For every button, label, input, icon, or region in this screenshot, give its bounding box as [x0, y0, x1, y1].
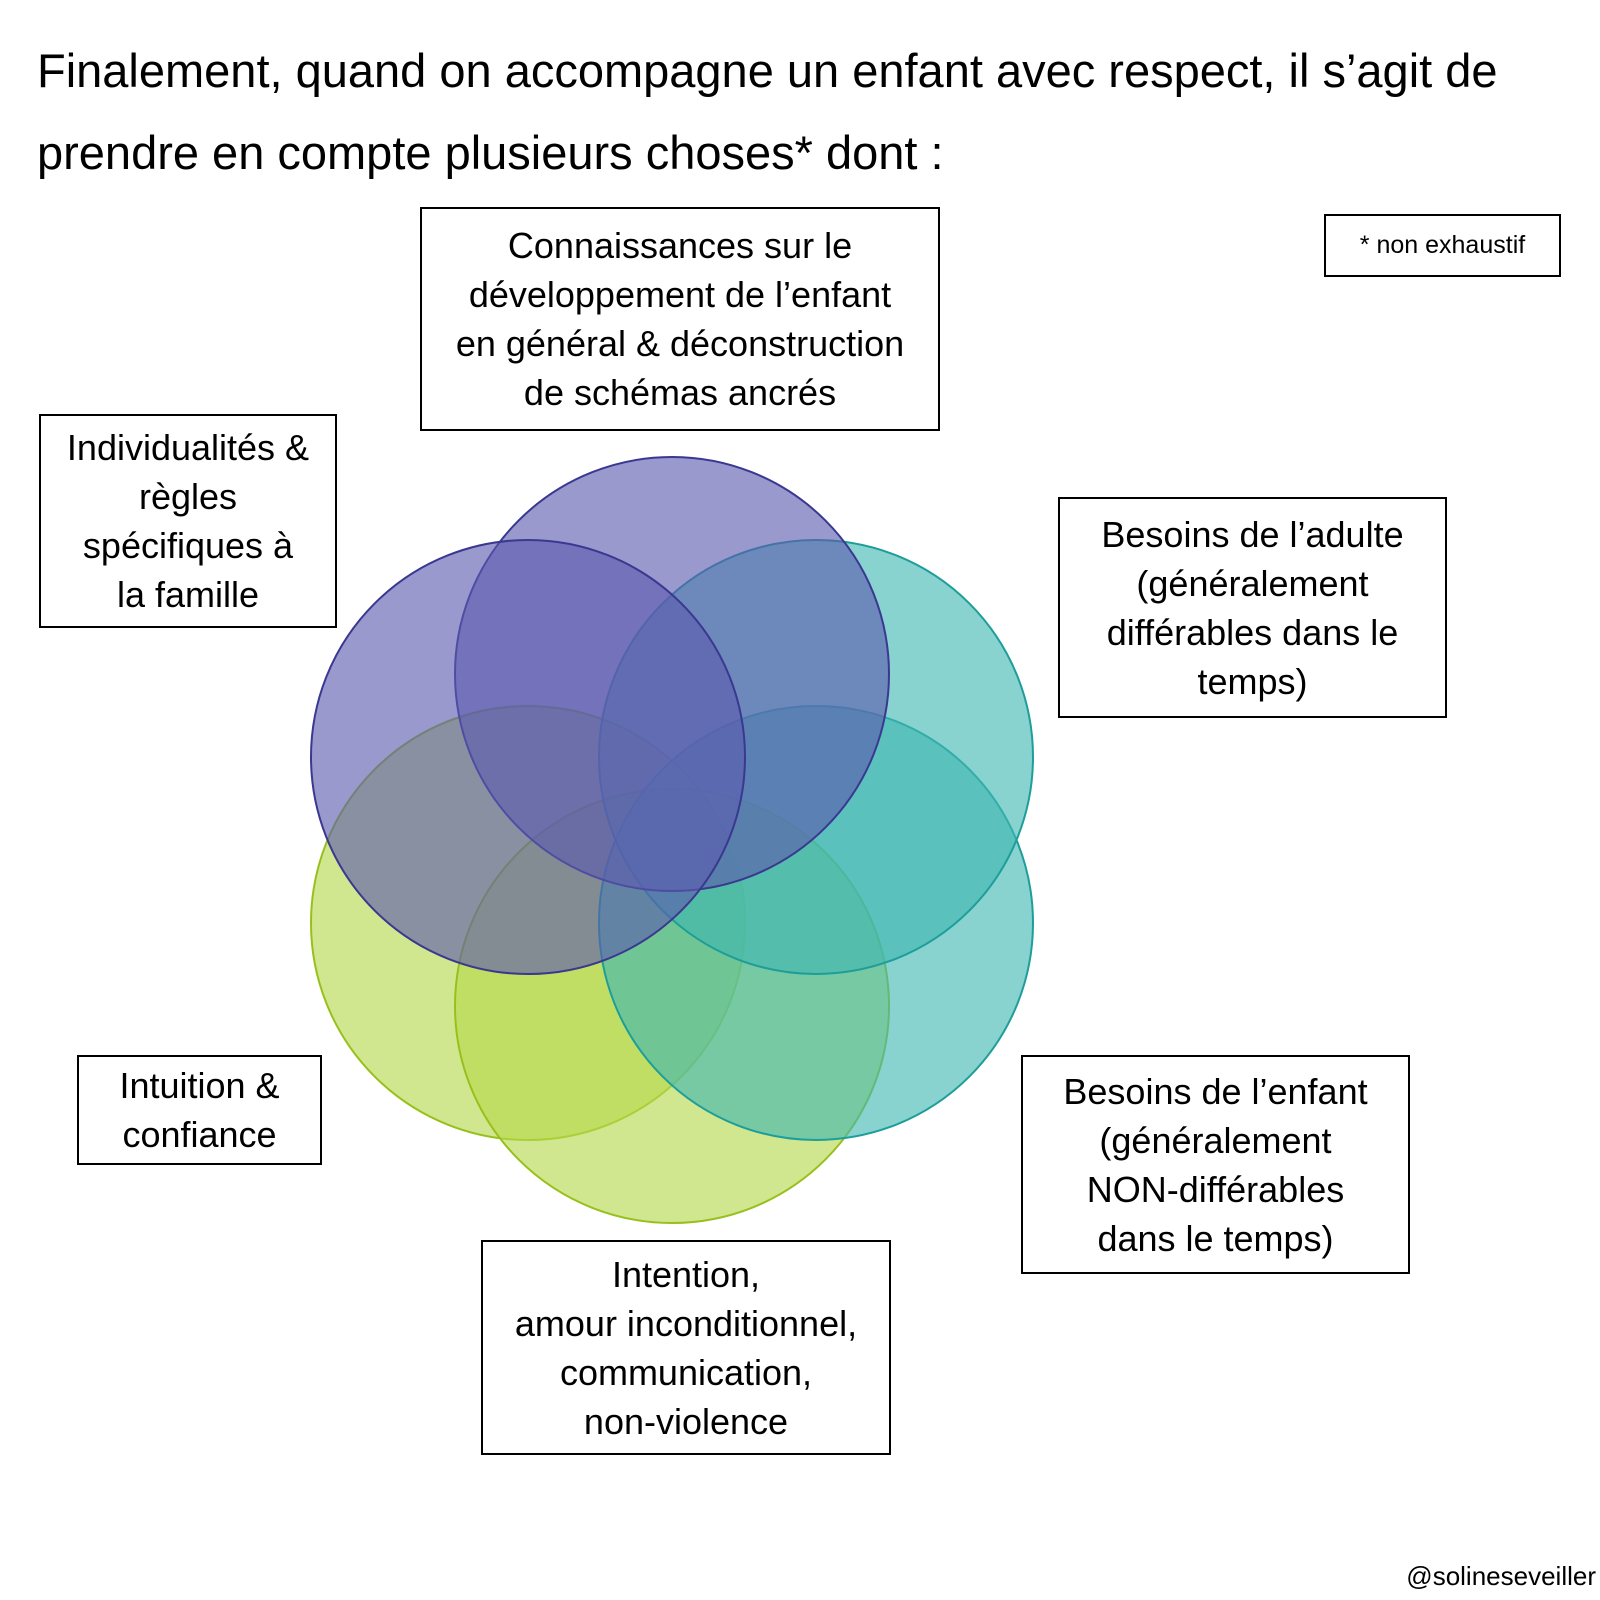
- page-title: Finalement, quand on accompagne un enfan…: [37, 30, 1577, 194]
- box-intuition-line-2: confiance: [122, 1114, 277, 1155]
- box-child-line-2: (généralement: [1099, 1119, 1332, 1161]
- box-child-line-1: Besoins de l’enfant: [1063, 1070, 1368, 1112]
- box-family-rules: Individualités & règles spécifiques à la…: [39, 414, 337, 628]
- box-adult-line-1: Besoins de l’adulte: [1101, 513, 1404, 555]
- title-line-1: Finalement, quand on accompagne un enfan…: [37, 44, 1498, 97]
- box-family-line-2: règles: [138, 476, 238, 517]
- title-line-2: prendre en compte plusieurs choses* dont…: [37, 126, 944, 179]
- circle-top-left-purple: [310, 539, 746, 975]
- box-intention-line-4: non-violence: [583, 1400, 789, 1442]
- box-adult-line-3: différables dans le: [1106, 611, 1399, 653]
- box-intention-line-3: communication,: [559, 1351, 813, 1393]
- box-knowledge-line-3: en général & déconstruction: [455, 323, 905, 364]
- box-family-line-4: la famille: [116, 574, 260, 615]
- box-adult-needs: Besoins de l’adulte (généralement différ…: [1058, 497, 1447, 718]
- box-intuition-line-1: Intuition &: [119, 1065, 280, 1106]
- author-credit: @solineseveiller: [1406, 1561, 1596, 1591]
- box-knowledge-line-4: de schémas ancrés: [523, 372, 837, 413]
- box-knowledge-development: Connaissances sur le développement de l’…: [420, 207, 940, 431]
- box-knowledge-line-2: développement de l’enfant: [468, 274, 892, 315]
- box-knowledge-line-1: Connaissances sur le: [507, 225, 853, 266]
- box-intention-line-1: Intention,: [611, 1253, 761, 1295]
- box-child-line-3: NON-différables: [1086, 1168, 1345, 1210]
- box-family-line-1: Individualités &: [66, 427, 310, 468]
- box-adult-line-4: temps): [1197, 660, 1308, 702]
- box-intention-line-2: amour inconditionnel,: [514, 1302, 858, 1344]
- box-intuition-trust: Intuition & confiance: [77, 1055, 322, 1165]
- box-adult-line-2: (généralement: [1136, 562, 1369, 604]
- footnote-box: * non exhaustif: [1324, 214, 1561, 277]
- box-family-line-3: spécifiques à: [82, 525, 294, 566]
- box-child-line-4: dans le temps): [1097, 1217, 1334, 1259]
- box-child-needs: Besoins de l’enfant (généralement NON-di…: [1021, 1055, 1410, 1274]
- box-intention-love: Intention, amour inconditionnel, communi…: [481, 1240, 891, 1455]
